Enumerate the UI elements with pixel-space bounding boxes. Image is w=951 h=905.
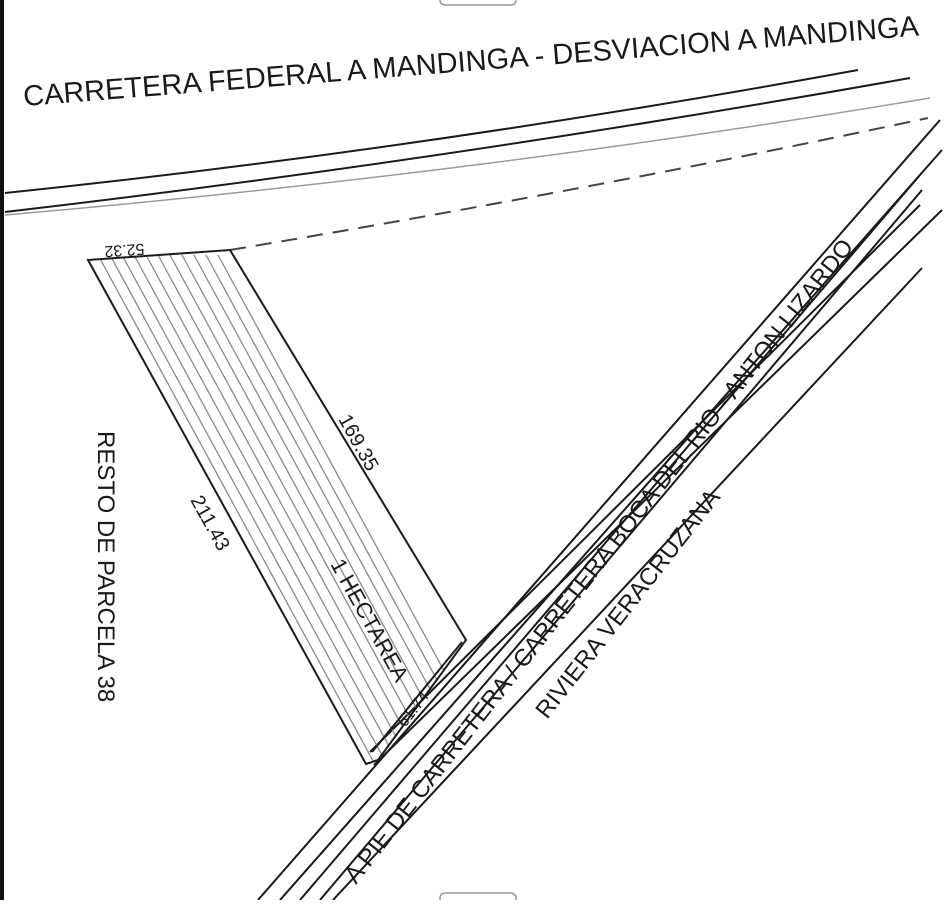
left-edge-bar: [0, 0, 4, 900]
dim-bottom-label: 61.74: [395, 688, 433, 730]
diagonal-road-line-2: [279, 149, 943, 901]
top-scroll-tab[interactable]: [439, 0, 517, 6]
diagonal-road-line-7: [332, 267, 923, 901]
diagonal-road: [257, 119, 943, 901]
federal-road-edge-mid: [4, 77, 911, 213]
diagonal-road-line-4: [319, 189, 923, 901]
dim-top-label: 52.32: [104, 240, 145, 260]
diagonal-road-line-5: [369, 204, 921, 753]
diagonal-road-line-3: [299, 174, 921, 901]
remainder-label: RESTO DE PARCELA 38: [92, 431, 119, 702]
federal-road-dashed-line: [229, 117, 929, 251]
parcel-outline[interactable]: [86, 248, 468, 766]
diagonal-road-line-1: [257, 119, 941, 901]
federal-road-label: CARRETERA FEDERAL A MANDINGA - DESVIACIO…: [22, 11, 921, 113]
dim-right-label: 169.35: [334, 411, 383, 475]
bottom-scroll-tab[interactable]: [439, 892, 517, 905]
diagonal-road-line-6: [373, 209, 943, 766]
federal-road-edge-top: [4, 69, 859, 194]
dim-left-label: 211.43: [186, 492, 234, 555]
parcel-front-edge: [371, 641, 463, 753]
federal-road-edge-light: [4, 97, 931, 216]
parcel-hatching: [97, 254, 466, 764]
federal-road: CARRETERA FEDERAL A MANDINGA - DESVIACIO…: [4, 11, 931, 251]
